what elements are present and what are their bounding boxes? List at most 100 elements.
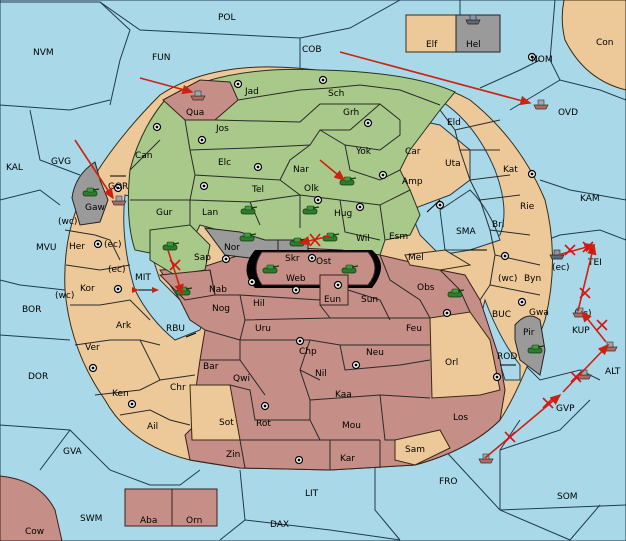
label-her: Her xyxy=(69,242,85,252)
label-nom: NOM xyxy=(531,55,553,65)
supply-center-dot xyxy=(381,173,385,177)
supply-center-dot xyxy=(354,363,358,367)
label-amp: Amp xyxy=(402,177,423,187)
supply-center-dot xyxy=(130,402,134,406)
label-jos: Jos xyxy=(215,124,229,134)
label-gvp: GVP xyxy=(556,404,575,414)
label-bor: BOR xyxy=(22,305,41,315)
supply-center-dot xyxy=(297,458,301,462)
label-rot: Rot xyxy=(256,419,271,429)
supply-center-dot xyxy=(310,256,314,260)
region-labels: POL NVM FUN COB NOM Elf Hel Con OVD Jad … xyxy=(6,13,621,537)
label-byn: Byn xyxy=(524,274,541,284)
label-elf: Elf xyxy=(426,40,438,50)
label-rod: ROD xyxy=(497,352,517,362)
label-bar: Bar xyxy=(203,362,219,372)
label-eun: Eun xyxy=(324,295,341,305)
label-esm: Esm xyxy=(389,232,408,242)
label-sma: SMA xyxy=(456,227,476,237)
supply-center-dot xyxy=(316,198,320,202)
label-chp: Chp xyxy=(299,347,317,357)
x-mark-icon xyxy=(169,233,608,443)
label-mvu: MVU xyxy=(36,243,57,253)
label-ver: Ver xyxy=(85,343,100,353)
supply-center-dot xyxy=(236,82,240,86)
label-kor: Kor xyxy=(80,284,95,294)
label-sch: Sch xyxy=(328,89,344,99)
label-cow: Cow xyxy=(25,527,44,537)
label-nar: Nar xyxy=(293,165,309,175)
supply-center-dot xyxy=(495,375,499,379)
label-chr: Chr xyxy=(170,383,186,393)
label-eld: Eld xyxy=(447,118,461,128)
label-nil: Nil xyxy=(315,369,327,379)
label-orn: Orn xyxy=(186,516,202,526)
supply-center-dot xyxy=(336,283,340,287)
label-kam: KAM xyxy=(580,194,600,204)
supply-center-dot xyxy=(445,311,449,315)
label-dor: DOR xyxy=(28,372,48,382)
label-nor: Nor xyxy=(224,243,240,253)
supply-center-dot xyxy=(366,121,370,125)
label-ken: Ken xyxy=(112,389,129,399)
label-gvg: GVG xyxy=(51,157,71,167)
label-nog: Nog xyxy=(212,304,230,314)
label-obs: Obs xyxy=(417,283,435,293)
label-rie: Rie xyxy=(520,202,535,212)
label-swm: SWM xyxy=(80,514,102,524)
label-hug: Hug xyxy=(334,209,352,219)
label-fro: FRO xyxy=(439,477,458,487)
orders xyxy=(74,51,610,459)
region-cow xyxy=(0,475,63,541)
label-jad: Jad xyxy=(244,87,259,97)
label-elc: Elc xyxy=(218,158,231,168)
supply-center-dot xyxy=(530,172,534,176)
supply-center-dot xyxy=(224,257,228,261)
region-sam xyxy=(394,429,451,466)
label-nvm: NVM xyxy=(33,48,54,58)
label-gva: GVA xyxy=(63,447,83,457)
label-fun: FUN xyxy=(152,53,171,63)
region-eun xyxy=(319,274,349,306)
label-orl: Orl xyxy=(445,358,458,368)
label-nab: Nab xyxy=(209,285,227,295)
label-uru: Uru xyxy=(255,324,271,334)
label-grh: Grh xyxy=(343,108,359,118)
continent xyxy=(64,66,553,471)
label-gur: Gur xyxy=(156,208,173,218)
label-som: SOM xyxy=(557,492,578,502)
label-can: Can xyxy=(135,151,153,161)
label-ec-byn: (ec) xyxy=(552,263,570,273)
supply-center-dot xyxy=(298,339,302,343)
label-wc-kor: (wc) xyxy=(55,291,74,301)
label-ost: Ost xyxy=(316,257,332,267)
supply-center-dot xyxy=(96,242,100,246)
label-buc: BUC xyxy=(492,310,511,320)
region-orn xyxy=(171,488,218,527)
label-kup: KUP xyxy=(572,326,590,336)
supply-center-dot xyxy=(263,404,267,408)
label-wc-gaw: (wc) xyxy=(58,217,77,227)
label-gaw: Gaw xyxy=(85,203,105,213)
label-ovd: OVD xyxy=(558,108,578,118)
supply-center-dot xyxy=(200,138,204,142)
label-ec-gaw: (ec) xyxy=(104,240,122,250)
label-cob: COB xyxy=(302,45,322,55)
region-con xyxy=(561,0,626,91)
label-gwa: Gwa xyxy=(529,308,549,318)
supply-center-dot xyxy=(155,125,159,129)
label-mou: Mou xyxy=(342,421,361,431)
label-mel: Mel xyxy=(408,253,424,263)
label-uta: Uta xyxy=(445,159,461,169)
supply-center-dot xyxy=(503,254,507,258)
label-kat: Kat xyxy=(503,165,518,175)
label-dax: DAX xyxy=(270,520,289,530)
supply-center-dot xyxy=(294,288,298,292)
region-elf xyxy=(405,14,457,53)
label-feu: Feu xyxy=(406,324,422,334)
label-olk: Olk xyxy=(304,184,320,194)
label-kar: Kar xyxy=(340,454,355,464)
label-pir: Pir xyxy=(523,328,535,338)
